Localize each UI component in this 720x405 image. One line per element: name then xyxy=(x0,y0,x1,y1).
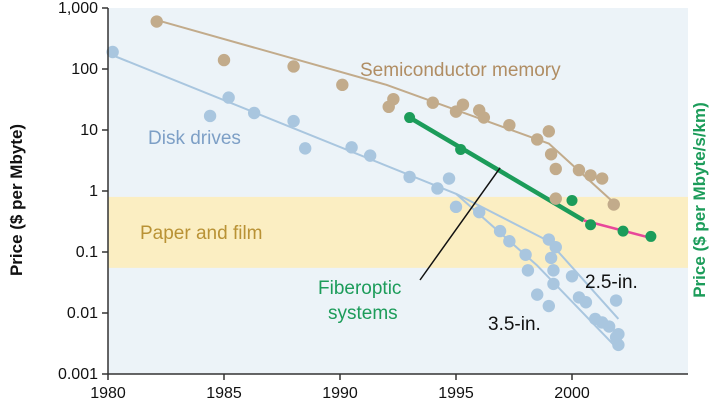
semiconductor-memory-point xyxy=(477,111,491,124)
y-tick-label: 10 xyxy=(80,122,98,139)
semiconductor-memory-point xyxy=(549,162,562,176)
semiconductor-memory-point xyxy=(531,133,544,146)
semiconductor-memory-point xyxy=(544,148,558,161)
fiberoptic-label-line1: Fiberoptic xyxy=(318,278,401,299)
paper-and-film-label: Paper and film xyxy=(140,223,263,244)
disk-drives-point xyxy=(612,338,625,352)
semiconductor-memory-point xyxy=(549,192,562,205)
disk-drives-point xyxy=(565,270,579,283)
disk-drives-point xyxy=(521,264,535,277)
x-tick-label: 1985 xyxy=(206,385,242,402)
fiberoptic-systems-point xyxy=(455,143,467,155)
semiconductor-memory-point xyxy=(336,78,349,92)
disk-drives-point xyxy=(519,248,532,261)
disk-drives-point xyxy=(547,264,560,277)
disk-drives-label: Disk drives xyxy=(148,128,241,149)
fiberoptic-systems-point xyxy=(585,219,597,231)
y-axis-label-right: Price ($ per Mbyte/s/km) xyxy=(690,102,709,298)
x-tick-label: 1980 xyxy=(90,385,126,402)
fiberoptic-systems-point xyxy=(645,230,657,242)
plot-background xyxy=(108,8,688,374)
disk-drives-point xyxy=(299,142,312,155)
y-tick-label: 1,000 xyxy=(58,0,98,17)
semiconductor-memory-point xyxy=(426,96,439,109)
semiconductor-memory-point xyxy=(287,60,300,73)
disk-drives-point xyxy=(345,141,358,154)
disk-drives-point xyxy=(609,294,623,307)
disk-drives-point xyxy=(503,235,516,248)
y-tick-label: 100 xyxy=(71,61,98,78)
disk-drives-point xyxy=(547,277,560,291)
y-tick-label: 0.01 xyxy=(67,305,98,322)
semiconductor-memory-point xyxy=(584,169,597,182)
paper-and-film-band xyxy=(108,196,688,268)
disk-drives-point xyxy=(493,224,507,238)
disk-drives-point xyxy=(363,149,377,162)
y-tick-label: 1 xyxy=(89,183,98,200)
semiconductor-memory-point xyxy=(456,98,470,111)
fiberoptic-systems-point xyxy=(566,194,578,206)
disk-drives-point xyxy=(544,251,558,265)
disk-drives-point xyxy=(431,182,444,195)
x-tick-label: 1990 xyxy=(322,385,358,402)
disk-drives-point xyxy=(287,114,300,128)
semiconductor-memory-point xyxy=(387,92,400,106)
y-axis-label-left: Price ($ per Mbyte) xyxy=(7,124,26,276)
semiconductor-memory-point xyxy=(150,15,163,28)
disk-drives-point xyxy=(612,327,625,341)
x-tick-label: 1995 xyxy=(438,385,474,402)
disk-drives-point xyxy=(473,205,486,219)
x-tick-label: 2000 xyxy=(554,385,590,402)
fiberoptic-systems-point xyxy=(404,112,416,124)
fiberoptic-systems-point xyxy=(617,225,629,237)
disk-drives-point xyxy=(449,200,463,214)
semiconductor-memory-point xyxy=(217,53,231,67)
semiconductor-memory-point xyxy=(595,172,609,185)
semiconductor-memory-label: Semiconductor memory xyxy=(360,60,561,81)
disk-drives-point xyxy=(531,288,544,301)
fiberoptic-label-line2: systems xyxy=(328,303,398,324)
disk-drives-point xyxy=(542,299,555,313)
disk-drives-point xyxy=(203,109,217,123)
disk-3-5-in-label: 3.5-in. xyxy=(488,314,541,335)
disk-drives-point xyxy=(222,91,235,104)
disk-2-5-in-label: 2.5-in. xyxy=(585,272,638,293)
y-tick-label: 0.1 xyxy=(76,244,98,261)
semiconductor-memory-point xyxy=(503,118,516,132)
semiconductor-memory-point xyxy=(607,198,620,211)
fiberoptic-pointer-line xyxy=(419,167,501,281)
disk-drives-point xyxy=(247,106,261,120)
disk-drives-point xyxy=(549,240,562,254)
disk-drives-point xyxy=(579,296,593,309)
disk-drives-point xyxy=(602,320,616,333)
y-tick-label: 0.001 xyxy=(58,366,98,383)
disk-drives-point xyxy=(442,172,456,185)
semiconductor-memory-point xyxy=(542,125,555,138)
disk-drives-point xyxy=(106,45,119,59)
semiconductor-memory-point xyxy=(572,163,586,177)
disk-drives-point xyxy=(403,170,416,184)
